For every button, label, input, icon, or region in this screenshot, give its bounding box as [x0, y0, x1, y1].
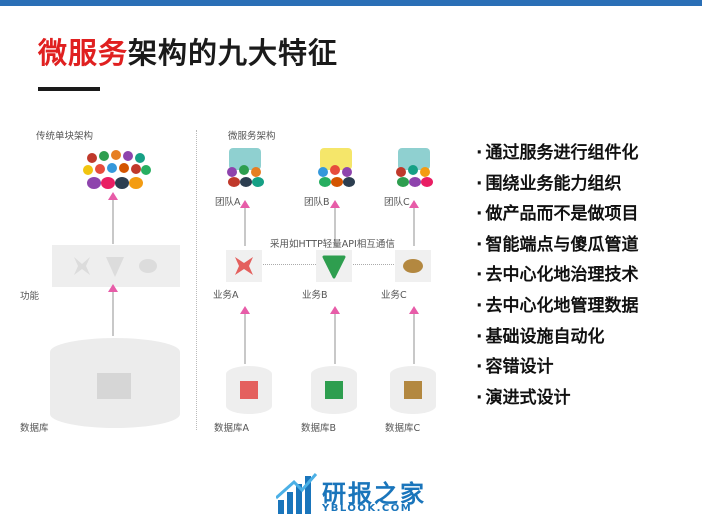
feature-item: 演进式设计	[476, 383, 638, 414]
monolith-arrow-bottom	[108, 284, 118, 336]
db-c-arrow	[409, 306, 419, 364]
traditional-function-label: 功能	[20, 291, 40, 302]
feature-item: 通过服务进行组件化	[476, 138, 638, 169]
title-highlight: 微服务	[38, 36, 129, 70]
database-b-icon	[311, 366, 357, 414]
service-a-label: 业务A	[213, 290, 239, 301]
team-b-icon	[318, 148, 355, 187]
service-a-box	[226, 250, 262, 282]
database-c-label: 数据库C	[385, 423, 421, 434]
service-b-label: 业务B	[302, 290, 328, 301]
database-b-mark	[325, 381, 343, 399]
service-c-box	[395, 250, 431, 282]
service-b-box	[316, 250, 352, 282]
page-title: 微服务架构的九大特征	[38, 30, 338, 72]
feature-list: 通过服务进行组件化 围绕业务能力组织 做产品而不是做项目 智能端点与傻瓜管道 去…	[476, 138, 638, 413]
database-a-mark	[240, 381, 258, 399]
database-a-icon	[226, 366, 272, 414]
database-a-label: 数据库A	[214, 423, 249, 434]
feature-item: 做产品而不是做项目	[476, 199, 638, 230]
communication-label: 采用如HTTP轻量API相互通信	[270, 239, 395, 250]
team-b-arrow	[330, 200, 340, 246]
team-c-arrow	[409, 200, 419, 246]
service-b-shape-icon	[322, 255, 346, 279]
team-c-label: 团队C	[384, 197, 410, 208]
monolith-function-box	[52, 245, 180, 287]
service-c-label: 业务C	[381, 290, 407, 301]
monolith-database-icon	[50, 338, 180, 428]
top-accent-bar	[0, 0, 702, 6]
team-a-icon	[227, 148, 264, 187]
monolith-arrow-top	[108, 192, 118, 244]
team-a-label: 团队A	[215, 197, 241, 208]
microservice-heading: 微服务架构	[228, 131, 276, 142]
title-underline	[38, 87, 100, 91]
traditional-heading: 传统单块架构	[36, 131, 94, 142]
db-b-arrow	[330, 306, 340, 364]
team-b-label: 团队B	[304, 197, 330, 208]
monolith-team-cluster-icon	[83, 150, 151, 189]
feature-item: 围绕业务能力组织	[476, 169, 638, 200]
feature-item: 去中心化地管理数据	[476, 291, 638, 322]
team-c-icon	[396, 148, 433, 187]
logo-url: YBLOOK.COM	[322, 503, 413, 514]
service-c-shape-icon	[403, 259, 423, 273]
monolith-database-inner	[97, 373, 131, 399]
title-rest: 架构的九大特征	[128, 36, 339, 70]
feature-item: 基础设施自动化	[476, 322, 638, 353]
db-a-arrow	[240, 306, 250, 364]
section-divider	[196, 130, 197, 430]
logo-bars-icon	[276, 473, 318, 514]
database-b-label: 数据库B	[301, 423, 337, 434]
feature-item: 容错设计	[476, 352, 638, 383]
feature-item: 智能端点与傻瓜管道	[476, 230, 638, 261]
team-a-arrow	[240, 200, 250, 246]
monolith-function-shapes-icon	[74, 257, 157, 277]
feature-item: 去中心化地治理技术	[476, 260, 638, 291]
traditional-database-label: 数据库	[20, 423, 49, 434]
service-a-shape-icon	[235, 257, 253, 275]
database-c-icon	[390, 366, 436, 414]
logo-name: 研报之家	[322, 480, 426, 508]
database-c-mark	[404, 381, 422, 399]
